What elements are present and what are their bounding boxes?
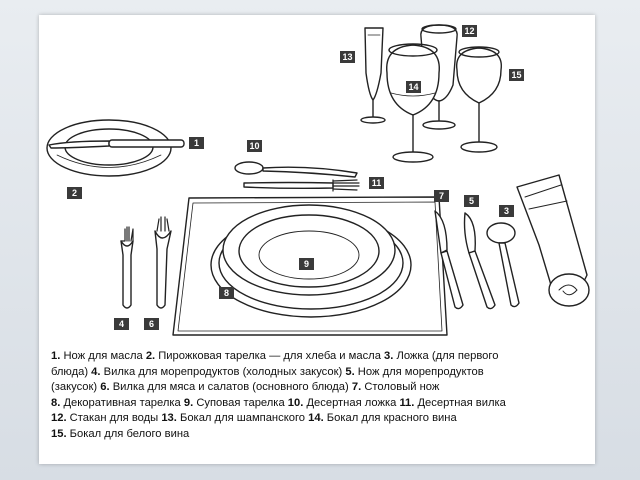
legend-text: Стакан для воды	[66, 412, 162, 425]
label-tag-3: 3	[499, 205, 514, 217]
legend: 1. Нож для масла 2. Пирожковая тарелка —…	[51, 349, 589, 443]
legend-line-6: 15. Бокал для белого вина	[51, 427, 589, 443]
legend-text: Декоративная тарелка	[60, 396, 184, 409]
legend-text: Пирожковая тарелка — для хлеба и масла	[155, 350, 385, 362]
label-tag-7: 7	[434, 190, 449, 202]
label-tag-4: 4	[114, 318, 129, 330]
illustration	[46, 24, 590, 336]
legend-text: Бокал для шампанского	[176, 412, 309, 425]
fish-knife	[463, 212, 496, 310]
table-setting-diagram: 1 2 3 4 5 6 7 8 9 10 11 12 13 14 15 1. Н…	[39, 15, 595, 464]
legend-line-3: (закусок) 6. Вилка для мяса и салатов (о…	[51, 380, 589, 396]
butter-knife	[48, 139, 185, 149]
label-tag-5: 5	[464, 195, 479, 207]
legend-line-4: 8. Декоративная тарелка 9. Суповая тарел…	[51, 396, 589, 412]
legend-number: 5.	[345, 365, 355, 378]
legend-text: Десертная ложка	[303, 396, 400, 409]
legend-text: Вилка для мяса и салатов (основного блюд…	[109, 381, 352, 394]
label-tag-10: 10	[247, 140, 262, 152]
label-tag-8: 8	[219, 287, 234, 299]
legend-number: 4.	[91, 365, 101, 378]
legend-text: Суповая тарелка	[193, 396, 288, 409]
legend-number: 14.	[308, 412, 324, 425]
label-tag-6: 6	[144, 318, 159, 330]
label-tag-11: 11	[369, 177, 384, 189]
dessert-fork	[243, 179, 360, 192]
legend-number: 11.	[399, 396, 415, 409]
seafood-fork	[120, 226, 134, 309]
napkin	[516, 174, 590, 307]
legend-text: (закусок)	[51, 381, 101, 394]
soup-spoon	[486, 222, 520, 308]
legend-number: 8.	[51, 396, 61, 409]
legend-line-2: блюда) 4. Вилка для морепродуктов (холод…	[51, 365, 589, 381]
legend-number: 12.	[51, 412, 67, 425]
legend-number: 10.	[287, 396, 304, 409]
legend-number: 13.	[161, 412, 177, 425]
label-tag-2: 2	[67, 187, 82, 199]
legend-text: Бокал для красного вина	[323, 412, 457, 425]
white-wine-glass	[455, 46, 503, 153]
label-tag-15: 15	[509, 69, 524, 81]
label-tag-9: 9	[299, 258, 314, 270]
legend-number: 6.	[100, 381, 110, 394]
label-tag-13: 13	[340, 51, 355, 63]
legend-line-1: 1. Нож для масла 2. Пирожковая тарелка —…	[51, 349, 589, 365]
dessert-spoon	[234, 161, 358, 178]
label-tag-1: 1	[189, 137, 204, 149]
legend-number: 15.	[51, 427, 67, 440]
label-tag-14: 14	[406, 81, 421, 93]
legend-text: Нож для масла	[60, 350, 146, 362]
label-tag-12: 12	[462, 25, 477, 37]
dinner-knife	[434, 210, 464, 310]
meat-fork	[154, 216, 172, 309]
legend-number: 3.	[384, 350, 394, 362]
soup-plate	[222, 204, 396, 296]
legend-line-5: 12. Стакан для воды 13. Бокал для шампан…	[51, 411, 589, 427]
red-wine-glass	[386, 43, 440, 163]
champagne-glass	[360, 27, 386, 124]
legend-text: Вилка для морепродуктов (холодных закусо…	[100, 365, 346, 378]
legend-text: блюда)	[51, 365, 92, 378]
legend-number: 7.	[351, 381, 362, 394]
legend-text: Бокал для белого вина	[66, 427, 190, 440]
legend-number: 2.	[145, 350, 156, 362]
bread-plate	[46, 119, 172, 177]
legend-number: 1.	[51, 350, 61, 362]
legend-text: Десертная вилка	[414, 396, 506, 409]
legend-text: Нож для морепродуктов	[354, 365, 484, 378]
legend-text: Столовый нож	[361, 381, 440, 394]
legend-text: Ложка (для первого	[393, 350, 499, 362]
legend-number: 9.	[183, 396, 194, 409]
